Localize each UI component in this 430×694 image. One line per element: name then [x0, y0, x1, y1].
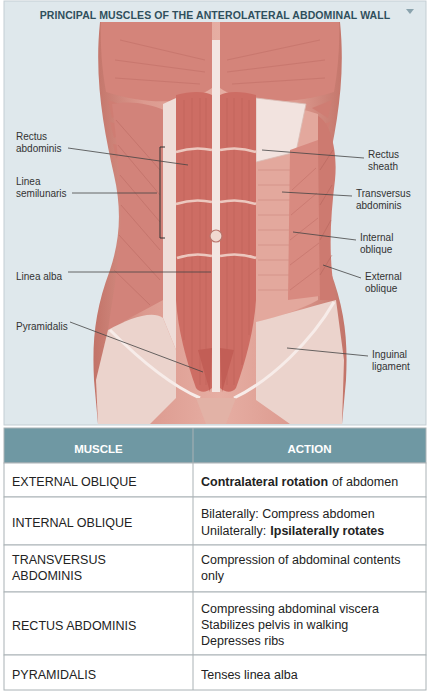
leader-line [323, 265, 361, 278]
part-label: Rectus abdominis [16, 131, 68, 155]
muscle-name: RECTUS ABDOMINIS [12, 618, 136, 634]
external-oblique-fibers [320, 150, 333, 275]
action-text: of abdomen [332, 474, 398, 490]
muscle-name: PYRAMIDALIS [12, 667, 96, 683]
linea-semilunaris [163, 98, 176, 350]
part-label: Inguinal ligament [372, 349, 422, 373]
part-label-wrap: Rectus abdominis [16, 131, 68, 156]
part-label-wrap: External oblique [365, 271, 417, 296]
action-text-wrap: Contralateral rotation [201, 472, 328, 490]
action-text: Ipsilaterally rotates [270, 523, 384, 539]
part-label: Linea semilunaris [16, 176, 76, 200]
action-text-wrap: of abdomen [332, 472, 398, 490]
linea-alba [212, 40, 220, 392]
rectus-abdominis-right [220, 92, 256, 392]
bracket [160, 147, 165, 238]
action-text-wrap: Bilaterally: Compress abdomen [201, 504, 421, 522]
title-wrap: PRINCIPAL MUSCLES OF THE ANTEROLATERAL A… [4, 5, 426, 23]
header-cell-wrap: ACTION [193, 439, 426, 457]
pectoral-muscle [220, 22, 339, 101]
inguinal-ligament [110, 330, 200, 398]
part-label: Rectus sheath [368, 149, 412, 173]
part-label-wrap: Inguinal ligament [372, 349, 422, 374]
part-label-wrap: Linea semilunaris [16, 176, 76, 201]
header-cell: MUSCLE [74, 442, 123, 456]
transversus-fibers [258, 170, 290, 290]
table-row [4, 545, 426, 592]
action-text-wrap: Unilaterally: [201, 521, 266, 539]
rectus-abdominis-left [176, 92, 212, 392]
table-header [4, 428, 426, 463]
aponeurosis [256, 300, 344, 424]
aponeurosis [96, 315, 176, 424]
leader-line [262, 150, 364, 158]
muscle-name: EXTERNAL OBLIQUE [12, 474, 137, 490]
action-text: Compression of abdominal contents only [201, 552, 421, 584]
leader-line [293, 232, 356, 240]
header-cell-wrap: MUSCLE [4, 439, 193, 457]
action-text: Contralateral rotation [201, 474, 328, 490]
table-row [4, 655, 426, 690]
internal-oblique [288, 140, 320, 300]
muscle-name-wrap: INTERNAL OBLIQUE [12, 513, 187, 531]
oblique-fibers [114, 120, 160, 305]
action-text: Stabilizes pelvis in walking [201, 617, 348, 633]
part-label-wrap: Linea alba [16, 266, 76, 284]
action-text-wrap: Ipsilaterally rotates [270, 521, 384, 539]
pectoral-muscle [101, 22, 212, 101]
part-label: Pyramidalis [16, 321, 68, 333]
table-row [4, 497, 426, 545]
action-text-wrap: Compression of abdominal contents only [201, 552, 421, 584]
part-label-wrap: Pyramidalis [16, 316, 76, 334]
muscle-name-wrap: EXTERNAL OBLIQUE [12, 472, 187, 490]
part-label: Internal oblique [360, 232, 410, 256]
muscle-name: TRANSVERSUS ABDOMINIS [12, 552, 122, 584]
action-text-wrap: Depresses ribs [201, 631, 421, 649]
table-rows [4, 463, 426, 690]
action-text: Bilaterally: Compress abdomen [201, 506, 375, 522]
dropdown-icon [406, 9, 414, 14]
action-text-wrap: Tenses linea alba [201, 665, 421, 683]
inguinal-ligament [234, 302, 334, 398]
action-text: Tenses linea alba [201, 667, 298, 683]
muscle-name: INTERNAL OBLIQUE [12, 515, 132, 531]
muscle-name-wrap: RECTUS ABDOMINIS [12, 616, 187, 634]
table-row [4, 592, 426, 655]
muscle-name-wrap: PYRAMIDALIS [12, 665, 187, 683]
muscle-name-wrap: TRANSVERSUS ABDOMINIS [12, 552, 122, 584]
part-label-wrap: Transversus abdominis [356, 188, 422, 213]
table-row [4, 463, 426, 497]
leader-line [68, 272, 211, 273]
part-label: External oblique [365, 271, 417, 295]
action-text: Compressing abdominal viscera [201, 601, 379, 617]
action-text-wrap: Stabilizes pelvis in walking [201, 615, 421, 633]
leader-line [68, 148, 188, 165]
leader-line [282, 192, 352, 196]
title: PRINCIPAL MUSCLES OF THE ANTEROLATERAL A… [40, 9, 391, 21]
external-oblique-left [108, 102, 164, 330]
leader-line [287, 348, 368, 356]
image-frame [4, 1, 426, 425]
action-text: Unilaterally: [201, 523, 266, 539]
leader-line [72, 193, 157, 194]
internal-oblique-fibers [290, 168, 319, 290]
pyramidalis [198, 348, 212, 392]
part-label: Transversus abdominis [356, 188, 422, 212]
pyramidalis [220, 348, 234, 392]
leader-line [70, 322, 203, 372]
part-label: Linea alba [16, 271, 62, 283]
header-cell: ACTION [287, 442, 331, 456]
action-text-wrap: Compressing abdominal viscera [201, 599, 421, 617]
part-label-wrap: Internal oblique [360, 232, 410, 257]
torso [93, 22, 346, 424]
groin [196, 398, 236, 424]
leader-lines [68, 148, 368, 372]
part-label-wrap: Rectus sheath [368, 149, 412, 174]
external-oblique-right [318, 116, 336, 300]
umbilicus [210, 230, 222, 242]
table-divider [193, 428, 194, 690]
action-text: Depresses ribs [201, 633, 284, 649]
